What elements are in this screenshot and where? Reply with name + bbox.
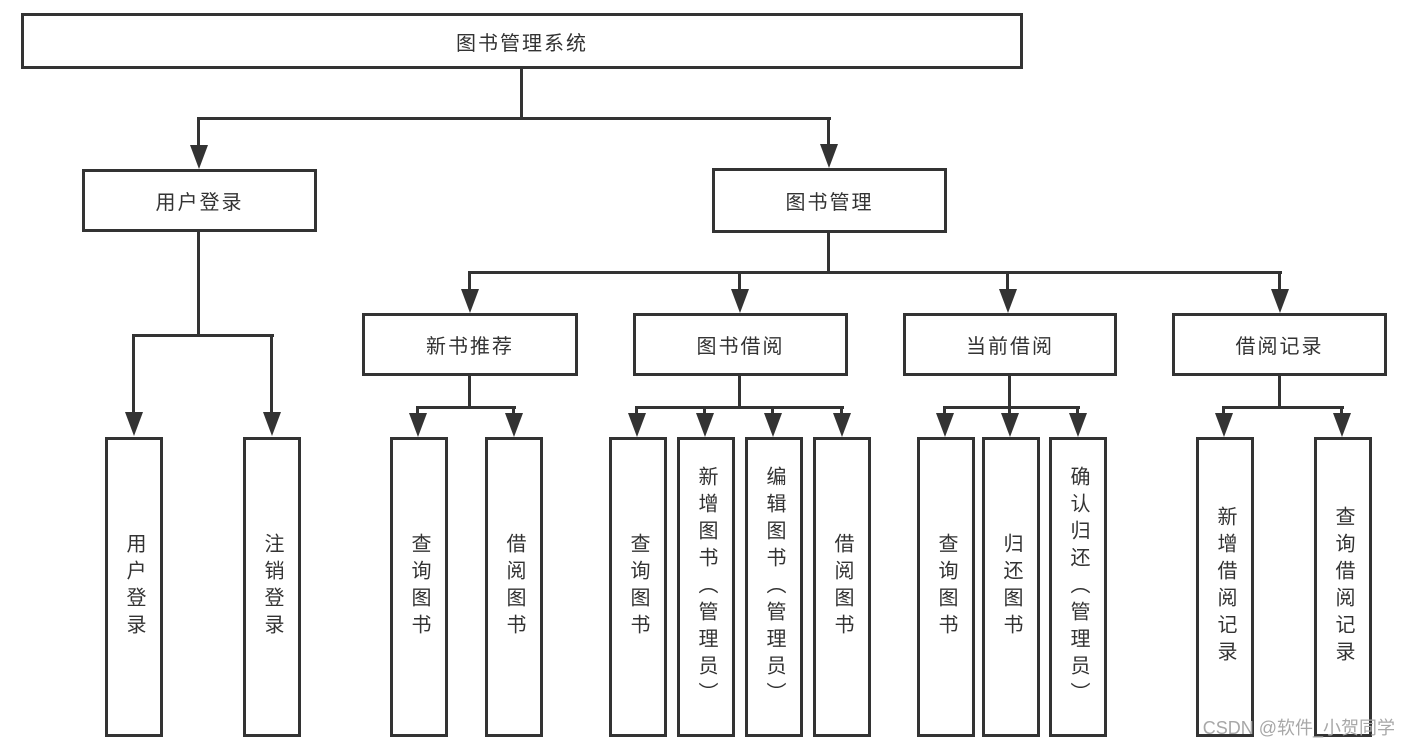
arrow-down-icon — [696, 413, 714, 437]
node-current-borrow: 当前借阅 — [903, 313, 1117, 376]
arrow-down-icon — [764, 413, 782, 437]
node-root-library-system: 图书管理系统 — [21, 13, 1023, 69]
node-borrow-records-label: 借阅记录 — [1235, 336, 1324, 358]
connector-line — [512, 406, 515, 415]
connector-line — [468, 271, 471, 291]
connector-line — [416, 406, 419, 415]
connector-line — [468, 376, 471, 409]
node-book-borrow: 图书借阅 — [633, 313, 848, 376]
csdn-watermark: CSDN @软件_小贺同学 — [1202, 718, 1395, 738]
leaf-recommend-borrow-books-label: 借阅图书 — [503, 533, 525, 641]
arrow-down-icon — [1001, 413, 1019, 437]
leaf-confirm-return-admin-label: 确认归还（管理员） — [1067, 465, 1089, 709]
connector-line — [132, 334, 135, 413]
arrow-down-icon — [1069, 413, 1087, 437]
connector-line — [943, 406, 1080, 409]
leaf-query-borrow-record-label: 查询借阅记录 — [1332, 506, 1354, 668]
connector-line — [827, 233, 830, 273]
connector-line — [703, 406, 706, 415]
leaf-edit-books-admin-label: 编辑图书（管理员） — [763, 465, 785, 709]
node-user-login: 用户登录 — [82, 169, 317, 232]
node-user-login-label: 用户登录 — [155, 192, 244, 214]
arrow-down-icon — [461, 289, 479, 313]
leaf-current-query-books: 查询图书 — [917, 437, 975, 737]
node-book-management-label: 图书管理 — [785, 192, 874, 214]
leaf-confirm-return-admin: 确认归还（管理员） — [1049, 437, 1107, 737]
node-root-label: 图书管理系统 — [456, 32, 588, 55]
arrow-down-icon — [1271, 289, 1289, 313]
node-current-borrow-label: 当前借阅 — [966, 336, 1054, 358]
leaf-user-login: 用户登录 — [105, 437, 163, 737]
leaf-add-borrow-record: 新增借阅记录 — [1196, 437, 1254, 737]
leaf-recommend-query-books: 查询图书 — [390, 437, 448, 737]
leaf-recommend-query-books-label: 查询图书 — [408, 533, 430, 641]
connector-line — [1008, 406, 1011, 415]
arrow-down-icon — [505, 413, 523, 437]
arrow-down-icon — [1215, 413, 1233, 437]
leaf-add-books-admin: 新增图书（管理员） — [677, 437, 735, 737]
connector-line — [943, 406, 946, 415]
leaf-borrow-books: 借阅图书 — [813, 437, 871, 737]
connector-line — [270, 334, 273, 413]
node-book-borrow-label: 图书借阅 — [696, 336, 785, 358]
leaf-recommend-borrow-books: 借阅图书 — [485, 437, 543, 737]
node-borrow-records: 借阅记录 — [1172, 313, 1387, 376]
connector-line — [520, 69, 523, 117]
connector-line — [197, 117, 831, 120]
leaf-edit-books-admin: 编辑图书（管理员） — [745, 437, 803, 737]
leaf-logout: 注销登录 — [243, 437, 301, 737]
connector-line — [1222, 406, 1225, 415]
leaf-borrow-books-label: 借阅图书 — [831, 533, 853, 641]
connector-line — [132, 334, 274, 337]
connector-line — [1008, 376, 1011, 409]
node-new-book-recommend-label: 新书推荐 — [426, 336, 514, 358]
arrow-down-icon — [409, 413, 427, 437]
leaf-borrow-query-books: 查询图书 — [609, 437, 667, 737]
arrow-down-icon — [190, 145, 208, 169]
connector-line — [197, 117, 200, 147]
connector-line — [468, 271, 1282, 274]
connector-line — [771, 406, 774, 415]
leaf-borrow-query-books-label: 查询图书 — [627, 533, 649, 641]
node-book-management: 图书管理 — [712, 168, 947, 233]
leaf-return-books: 归还图书 — [982, 437, 1040, 737]
connector-line — [1278, 271, 1281, 291]
leaf-query-borrow-record: 查询借阅记录 — [1314, 437, 1372, 737]
connector-line — [738, 271, 741, 291]
connector-line — [635, 406, 844, 409]
connector-line — [1076, 406, 1079, 415]
arrow-down-icon — [820, 144, 838, 168]
connector-line — [416, 406, 516, 409]
arrow-down-icon — [628, 413, 646, 437]
leaf-logout-label: 注销登录 — [261, 533, 283, 641]
connector-line — [197, 232, 200, 337]
connector-line — [635, 406, 638, 415]
connector-line — [827, 117, 830, 147]
arrow-down-icon — [999, 289, 1017, 313]
leaf-add-books-admin-label: 新增图书（管理员） — [695, 465, 717, 709]
connector-line — [1006, 271, 1009, 291]
connector-line — [1278, 376, 1281, 409]
arrow-down-icon — [731, 289, 749, 313]
arrow-down-icon — [833, 413, 851, 437]
leaf-current-query-books-label: 查询图书 — [935, 533, 957, 641]
leaf-user-login-label: 用户登录 — [123, 533, 145, 641]
connector-line — [738, 376, 741, 409]
connector-line — [840, 406, 843, 415]
connector-line — [1222, 406, 1344, 409]
leaf-add-borrow-record-label: 新增借阅记录 — [1214, 506, 1236, 668]
arrow-down-icon — [936, 413, 954, 437]
arrow-down-icon — [263, 412, 281, 436]
connector-line — [1340, 406, 1343, 415]
arrow-down-icon — [125, 412, 143, 436]
node-new-book-recommend: 新书推荐 — [362, 313, 578, 376]
leaf-return-books-label: 归还图书 — [1000, 533, 1022, 641]
arrow-down-icon — [1333, 413, 1351, 437]
